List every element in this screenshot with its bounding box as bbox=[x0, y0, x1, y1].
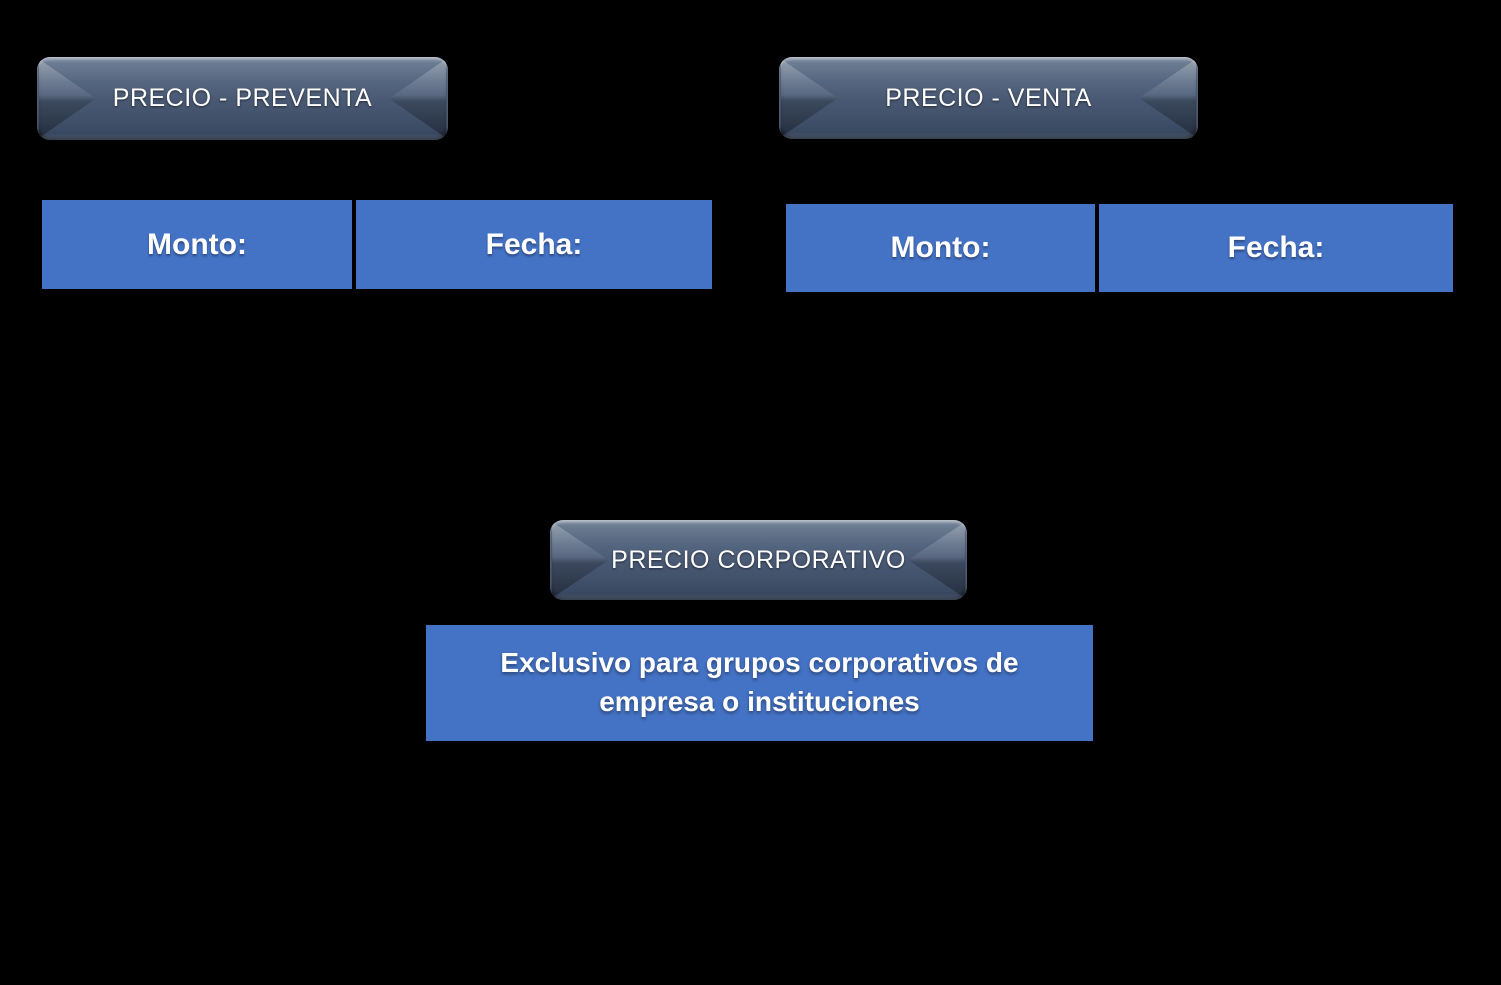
preventa-monto-cell: Monto: bbox=[42, 200, 352, 289]
venta-monto-label: Monto: bbox=[890, 231, 991, 264]
preventa-fecha-cell: Fecha: bbox=[356, 200, 712, 289]
venta-button-label: PRECIO - VENTA bbox=[885, 83, 1092, 112]
venta-button[interactable]: PRECIO - VENTA bbox=[779, 57, 1198, 139]
venta-fecha-cell: Fecha: bbox=[1099, 204, 1453, 292]
column-divider bbox=[352, 200, 356, 289]
preventa-table: Monto: Fecha: bbox=[42, 200, 712, 289]
venta-fecha-label: Fecha: bbox=[1227, 231, 1325, 264]
venta-monto-cell: Monto: bbox=[786, 204, 1095, 292]
preventa-button[interactable]: PRECIO - PREVENTA bbox=[37, 57, 448, 140]
corporativo-description-box: Exclusivo para grupos corporativos de em… bbox=[426, 625, 1093, 741]
corporativo-description-text: Exclusivo para grupos corporativos de em… bbox=[500, 647, 1019, 717]
corporativo-button[interactable]: PRECIO CORPORATIVO bbox=[550, 520, 967, 600]
preventa-monto-label: Monto: bbox=[147, 227, 247, 261]
preventa-button-label: PRECIO - PREVENTA bbox=[112, 84, 373, 112]
column-divider bbox=[1095, 204, 1099, 292]
corporativo-button-label: PRECIO CORPORATIVO bbox=[611, 545, 906, 574]
venta-table: Monto: Fecha: bbox=[786, 204, 1453, 292]
preventa-fecha-label: Fecha: bbox=[485, 227, 583, 261]
